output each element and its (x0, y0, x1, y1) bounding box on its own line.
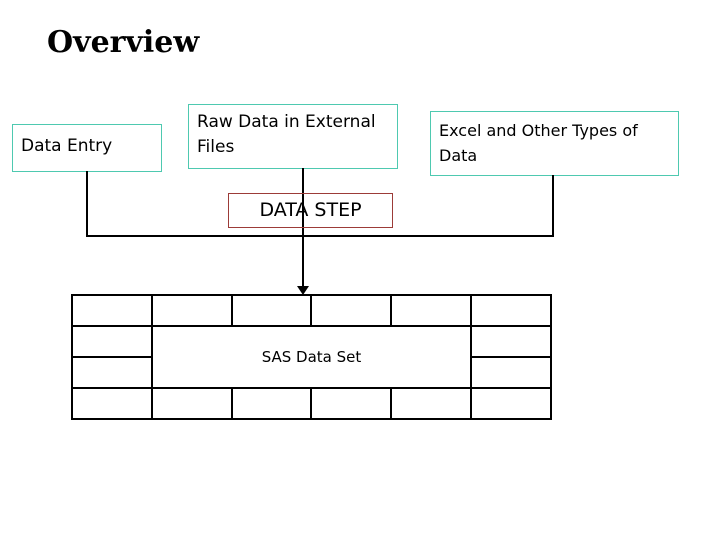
page-title: Overview (47, 25, 200, 60)
source-box-excel[interactable]: Excel and Other Types of Data (430, 111, 679, 176)
table-cell (390, 294, 473, 327)
table-cell (150, 294, 233, 327)
table-cell (390, 387, 473, 420)
table-row (71, 294, 552, 327)
table-cell (150, 387, 233, 420)
table-cell (310, 387, 393, 420)
table-cell (310, 294, 393, 327)
table-row: SAS Data Set (71, 325, 552, 389)
sas-data-set-table: SAS Data Set (71, 294, 552, 420)
table-cell (230, 294, 313, 327)
table-cell (470, 325, 552, 358)
sas-data-set-label: SAS Data Set (150, 325, 473, 389)
table-cell (71, 294, 153, 327)
source-box-data-entry[interactable]: Data Entry (12, 124, 162, 172)
table-cell (470, 356, 552, 389)
table-cell (230, 387, 313, 420)
table-cell (71, 387, 153, 420)
connector-drop-raw-data (302, 168, 304, 237)
data-step-box[interactable]: DATA STEP (228, 193, 393, 228)
arrow-down-icon (297, 286, 309, 295)
table-cell (71, 325, 153, 358)
connector-bus-horizontal (86, 235, 554, 237)
table-cell (470, 387, 552, 420)
connector-drop-data-entry (86, 171, 88, 237)
source-box-raw-data[interactable]: Raw Data in External Files (188, 104, 398, 169)
connector-arrow-stem (302, 235, 304, 289)
connector-drop-excel (552, 175, 554, 237)
table-cell (470, 294, 552, 327)
table-row (71, 356, 552, 389)
table-row (71, 387, 552, 420)
table-cell (71, 356, 153, 389)
